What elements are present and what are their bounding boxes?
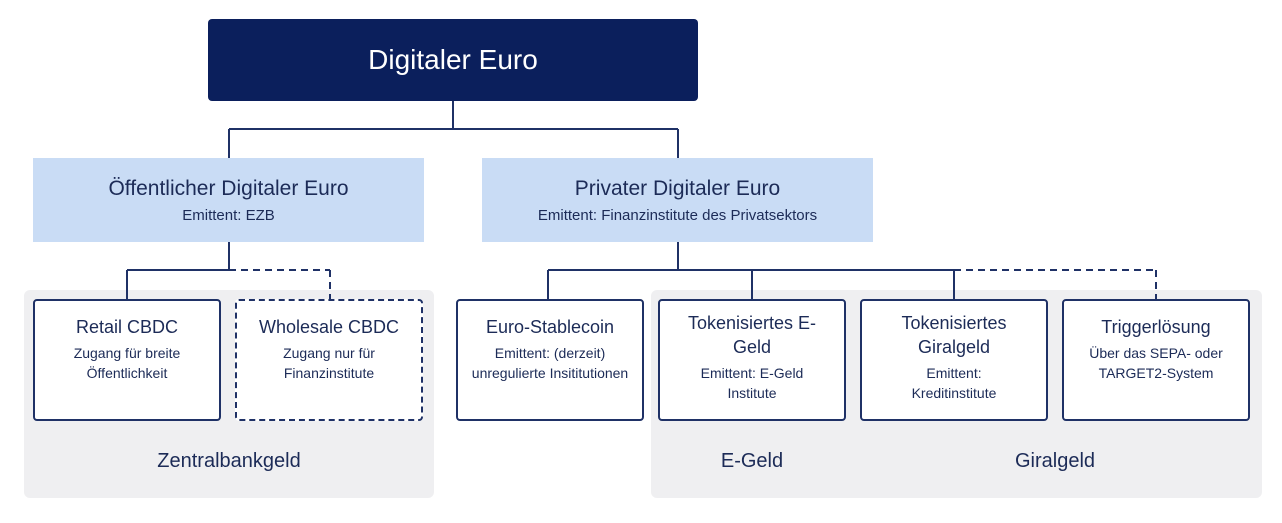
- node-tokenisiertes-giralgeld-subtitle: Emittent: Kreditinstitute: [911, 365, 997, 401]
- node-triggerloesung: Triggerlösung Über das SEPA- oder TARGET…: [1062, 299, 1250, 421]
- node-euro-stablecoin: Euro-Stablecoin Emittent: (derzeit) unre…: [456, 299, 644, 421]
- node-tokenisiertes-giralgeld-title: Tokenisiertes Giralgeld: [901, 313, 1007, 357]
- node-triggerloesung-title: Triggerlösung: [1101, 317, 1211, 337]
- node-private-euro-title: Privater Digitaler Euro: [574, 176, 781, 200]
- node-wholesale-cbdc-title: Wholesale CBDC: [258, 317, 400, 337]
- node-digitaler-euro-title: Digitaler Euro: [368, 44, 538, 75]
- label-giralgeld: Giralgeld: [1014, 450, 1096, 472]
- node-tokenisiertes-egeld-title: Tokenisiertes E-Geld: [687, 313, 817, 357]
- node-retail-cbdc-title: Retail CBDC: [75, 317, 179, 337]
- node-retail-cbdc-subtitle: Zugang für breite Öffentlichkeit: [73, 345, 181, 381]
- node-wholesale-cbdc: Wholesale CBDC Zugang nur für Finanzinst…: [235, 299, 423, 421]
- node-tokenisiertes-egeld: Tokenisiertes E-Geld Emittent: E-Geld In…: [658, 299, 846, 421]
- node-euro-stablecoin-subtitle: Emittent: (derzeit) unregulierte Insitit…: [471, 345, 629, 381]
- node-public-euro: Öffentlicher Digitaler Euro Emittent: EZ…: [33, 158, 424, 242]
- node-digitaler-euro: Digitaler Euro: [208, 19, 698, 101]
- node-tokenisiertes-egeld-subtitle: Emittent: E-Geld Institute: [700, 365, 804, 401]
- label-egeld: E-Geld: [720, 450, 784, 472]
- node-triggerloesung-subtitle: Über das SEPA- oder TARGET2-System: [1089, 345, 1223, 381]
- node-public-euro-subtitle: Emittent: EZB: [182, 206, 275, 224]
- node-wholesale-cbdc-subtitle: Zugang nur für Finanzinstitute: [283, 345, 375, 381]
- node-tokenisiertes-giralgeld: Tokenisiertes Giralgeld Emittent: Kredit…: [860, 299, 1048, 421]
- label-zentralbankgeld: Zentralbankgeld: [157, 450, 301, 472]
- node-private-euro-subtitle: Emittent: Finanzinstitute des Privatsekt…: [537, 206, 818, 224]
- node-euro-stablecoin-title: Euro-Stablecoin: [485, 317, 615, 337]
- node-public-euro-title: Öffentlicher Digitaler Euro: [108, 176, 349, 200]
- node-retail-cbdc: Retail CBDC Zugang für breite Öffentlich…: [33, 299, 221, 421]
- node-private-euro: Privater Digitaler Euro Emittent: Finanz…: [482, 158, 873, 242]
